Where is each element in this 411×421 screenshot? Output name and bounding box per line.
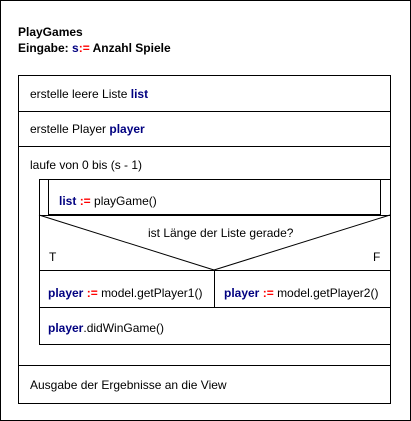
create-player-text: erstelle Player [30,122,107,136]
diagram-title: PlayGames [18,25,83,39]
separator [18,146,391,147]
separator [39,270,391,271]
output-statement: Ausgabe der Ergebnisse an die View [30,378,227,392]
true-branch-call: model.getPlayer1() [101,286,203,300]
false-branch-variable: player [224,286,260,300]
structogram [18,75,391,404]
assign-block [48,179,381,215]
win-statement: player.didWinGame() [48,321,164,335]
separator [39,307,391,308]
assign-call: playGame() [94,194,157,208]
false-branch-call: model.getPlayer2() [277,286,379,300]
separator [18,111,391,112]
separator [39,215,391,216]
condition-true-label: T [49,250,57,264]
true-branch-variable: player [48,286,84,300]
create-list-text: erstelle leere Liste [30,87,128,101]
param-variable: s [72,41,79,55]
condition-false-label: F [373,250,381,264]
input-parameter: Eingabe: s:= Anzahl Spiele [18,41,171,55]
param-description: Anzahl Spiele [92,41,171,55]
player-variable: player [109,122,145,136]
condition-text: ist Länge der Liste gerade? [148,226,294,240]
create-list-statement: erstelle leere Liste list [30,87,148,101]
assign-statement: list := playGame() [59,194,157,208]
create-player-statement: erstelle Player player [30,122,145,136]
param-operator: := [78,41,90,55]
param-label: Eingabe: [18,41,69,55]
list-variable: list [130,87,149,101]
separator [18,365,391,366]
win-variable: player [48,321,84,335]
loop-header: laufe von 0 bis (s - 1) [30,158,143,172]
true-branch-operator: := [86,286,98,300]
assign-variable: list [59,194,77,208]
branch-divider [214,270,215,307]
assign-operator: := [79,194,91,208]
false-branch-statement: player := model.getPlayer2() [224,286,378,300]
loop-body [39,179,391,345]
false-branch-operator: := [262,286,274,300]
win-call: .didWinGame() [83,321,165,335]
true-branch-statement: player := model.getPlayer1() [48,286,202,300]
